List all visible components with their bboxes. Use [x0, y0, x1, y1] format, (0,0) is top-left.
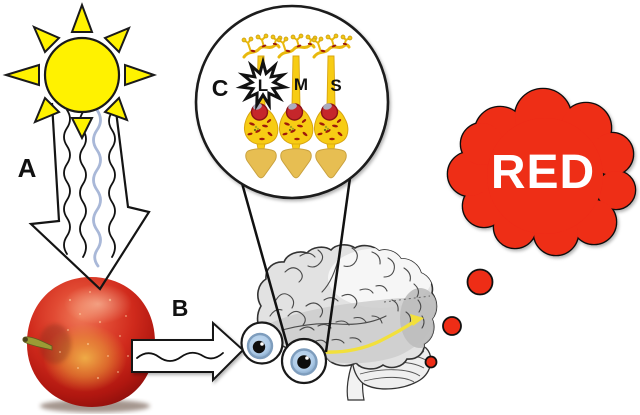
brain [256, 244, 438, 401]
magnifier-callout-lines [238, 175, 352, 353]
label-cone-s: S [330, 76, 341, 95]
retina-magnifier-circle: C L M S [194, 4, 390, 200]
reflected-light-arrow [131, 320, 245, 383]
pupil [297, 355, 311, 369]
sunlight-arrow [28, 102, 151, 291]
label-cone-m: M [294, 75, 308, 94]
arrow-a-outline [28, 102, 151, 291]
label-c: C [212, 75, 229, 101]
thought-text: RED [491, 146, 595, 199]
label-cone-l: L [258, 76, 268, 95]
activation-starburst [235, 56, 291, 111]
blue-wave-line [92, 108, 102, 268]
thought-trail-dots [424, 268, 494, 369]
pupil [252, 340, 266, 354]
apple-stem [22, 336, 53, 351]
sun-disc [43, 36, 121, 114]
arrow-b-outline [131, 320, 245, 383]
light-wave-lines [63, 108, 116, 268]
apple [22, 277, 155, 413]
label-a: A [18, 153, 37, 183]
eye-left [240, 321, 284, 365]
eyes [240, 321, 328, 385]
arrow-b-wave [136, 351, 224, 362]
sun-rays [2, 2, 158, 141]
label-b: B [172, 295, 189, 321]
eye-right [280, 337, 328, 385]
apple-speckles [59, 291, 129, 380]
thought-bubble: RED [424, 87, 637, 369]
sun-icon [2, 2, 158, 141]
neural-signal-arrow [322, 314, 424, 354]
brain-sulci [269, 247, 425, 345]
